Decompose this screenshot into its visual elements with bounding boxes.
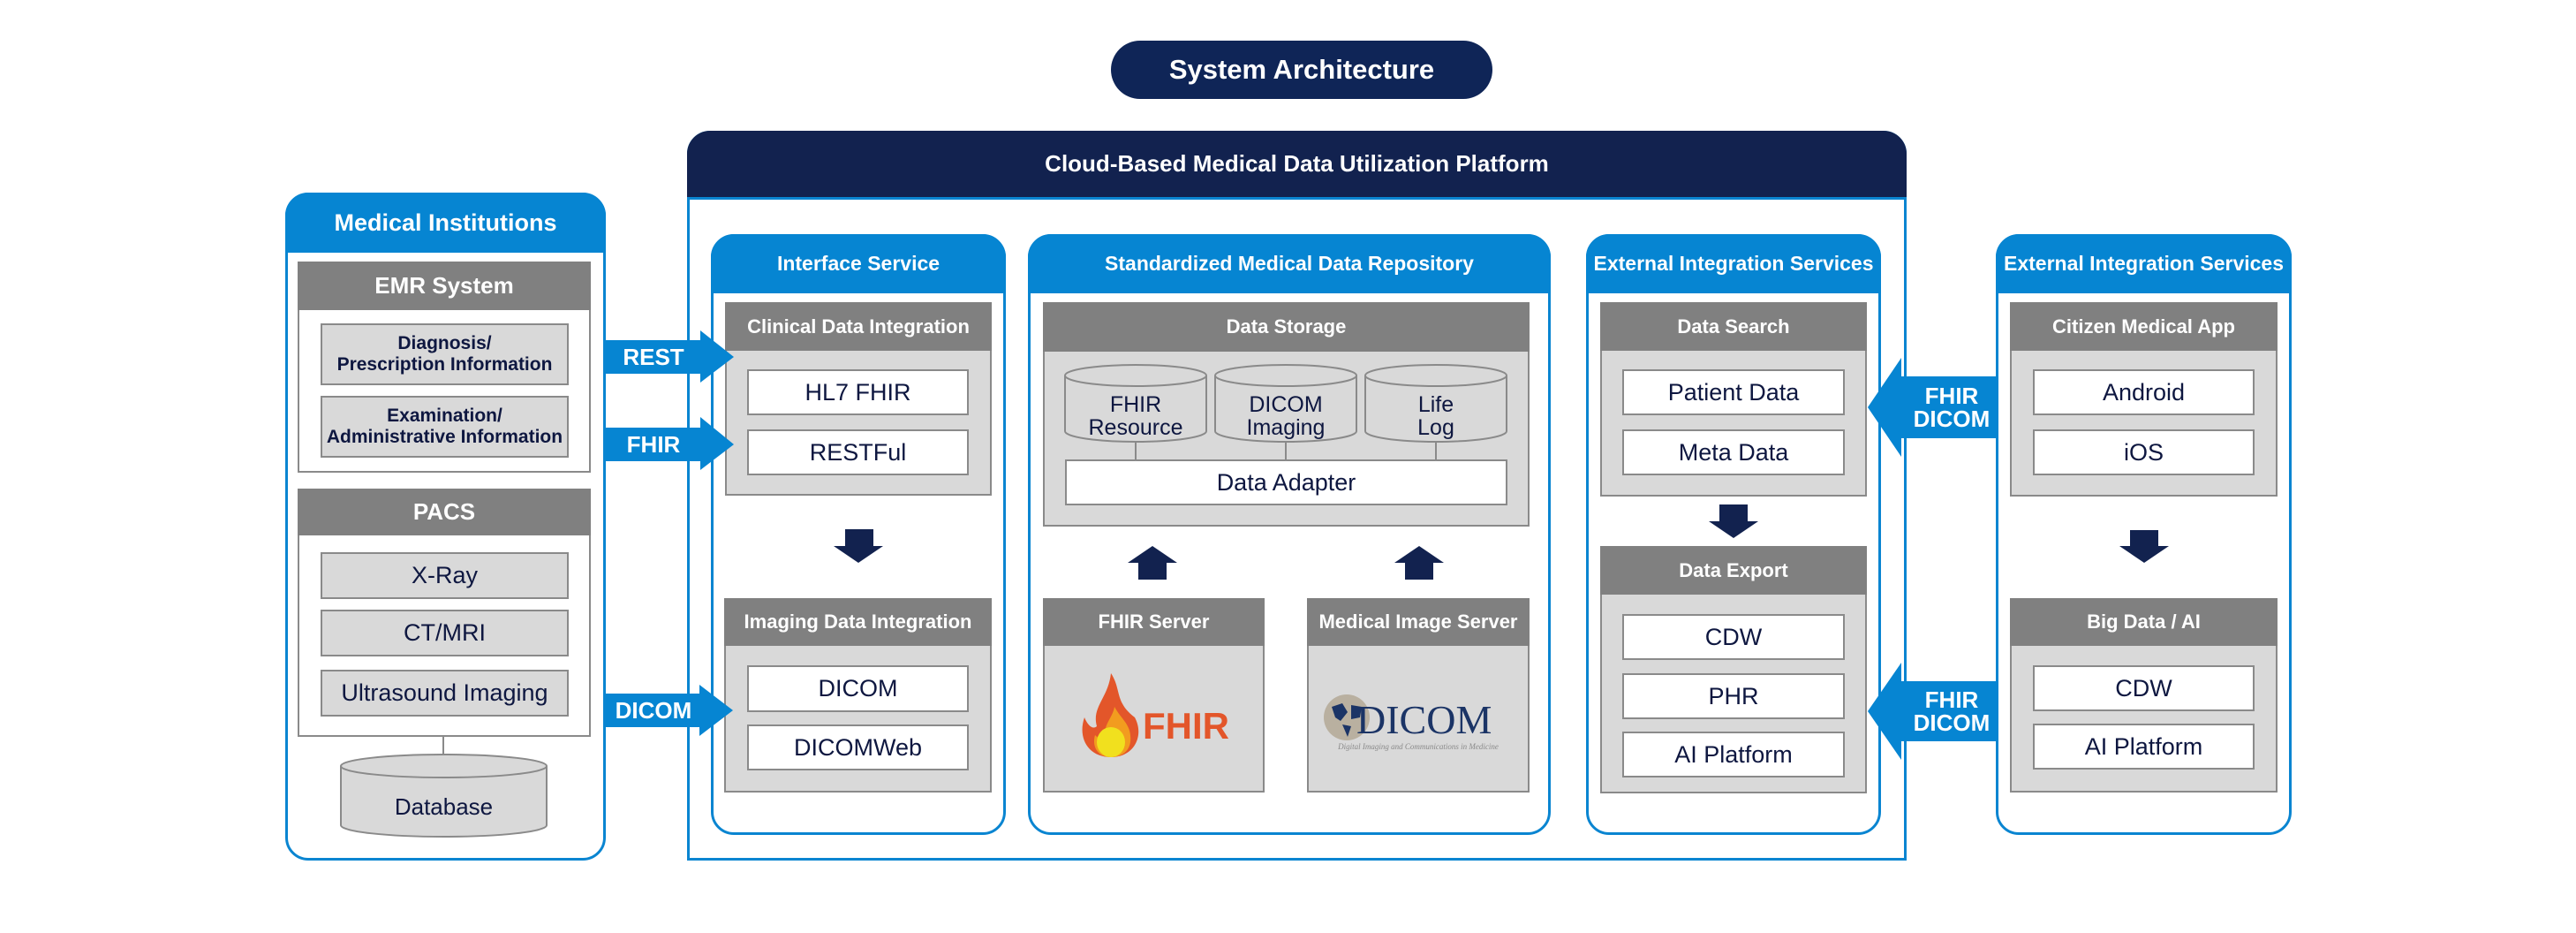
life-log-store-icon xyxy=(1364,364,1507,459)
fhir-logo-icon xyxy=(1082,673,1139,757)
item-android: Android xyxy=(2033,369,2255,415)
item-dicom: DICOM xyxy=(747,665,969,712)
citizen-medical-app-header: Citizen Medical App xyxy=(2010,302,2278,351)
rest-arrow-label: REST xyxy=(623,344,684,370)
fhir-resource-store-icon xyxy=(1064,364,1207,459)
data-storage-header: Data Storage xyxy=(1043,302,1530,352)
item-hl7-fhir: HL7 FHIR xyxy=(747,369,969,415)
platform-header: Cloud-Based Medical Data Utilization Pla… xyxy=(687,131,1907,200)
fhir-dicom-arrow-label-1: FHIR DICOM xyxy=(1913,383,1991,432)
fhir-logo-text: FHIR xyxy=(1143,705,1229,747)
item-patient-data: Patient Data xyxy=(1622,369,1845,415)
item-ai-platform: AI Platform xyxy=(1622,732,1845,778)
up-arrow-icon-fhir-server xyxy=(1128,546,1177,580)
fhir-dicom-arrow-icon-1 xyxy=(1868,358,1998,457)
fhir-arrow-label: FHIR xyxy=(626,431,681,458)
big-data-ai-header: Big Data / AI xyxy=(2010,598,2278,646)
item-cdw: CDW xyxy=(1622,614,1845,660)
down-arrow-icon-external-right xyxy=(2119,530,2169,563)
pacs-header: PACS xyxy=(298,489,591,535)
life-log-store: Life Log xyxy=(1365,392,1507,441)
fhir-arrow-icon xyxy=(606,417,734,470)
external-right-header: External Integration Services xyxy=(1996,234,2292,293)
diagram-title: System Architecture xyxy=(1111,41,1492,99)
data-adapter: Data Adapter xyxy=(1065,459,1507,505)
life-log-label: Life Log xyxy=(1417,392,1454,441)
dicom-arrow-label: DICOM xyxy=(615,697,692,724)
emr-item-examination: Examination/ Administrative Information xyxy=(321,396,569,458)
dicom-imaging-label: DICOM Imaging xyxy=(1246,392,1326,441)
item-ai-platform-right: AI Platform xyxy=(2033,724,2255,770)
data-search-header: Data Search xyxy=(1600,302,1867,351)
item-phr: PHR xyxy=(1622,673,1845,719)
dicom-imaging-store-icon xyxy=(1214,364,1357,459)
dicom-logo-text: DICOM xyxy=(1356,697,1492,742)
emr-item-diagnosis: Diagnosis/ Prescription Information xyxy=(321,323,569,385)
item-cdw-right: CDW xyxy=(2033,665,2255,711)
interface-service-header: Interface Service xyxy=(711,234,1006,293)
item-meta-data: Meta Data xyxy=(1622,429,1845,475)
pacs-item-ctmri: CT/MRI xyxy=(321,610,569,656)
imaging-data-integration-header: Imaging Data Integration xyxy=(724,598,992,646)
fhir-resource-label: FHIR Resource xyxy=(1088,392,1183,441)
external-integration-header: External Integration Services xyxy=(1586,234,1881,293)
down-arrow-icon-interface xyxy=(834,529,883,563)
dicom-imaging-store: DICOM Imaging xyxy=(1215,392,1356,441)
emr-system-header: EMR System xyxy=(298,262,591,310)
clinical-data-integration-header: Clinical Data Integration xyxy=(725,302,992,351)
data-export-header: Data Export xyxy=(1600,546,1867,595)
pacs-item-ultrasound: Ultrasound Imaging xyxy=(321,670,569,717)
database-icon xyxy=(340,754,548,838)
fhir-dicom-arrow-icon-2 xyxy=(1868,663,1998,760)
up-arrow-icon-image-server xyxy=(1394,546,1444,580)
medical-institutions-header: Medical Institutions xyxy=(285,193,606,253)
database-label: Database xyxy=(394,793,494,820)
down-arrow-icon-external xyxy=(1709,504,1758,538)
item-dicomweb: DICOMWeb xyxy=(747,724,969,770)
repository-header: Standardized Medical Data Repository xyxy=(1028,234,1551,293)
fhir-dicom-arrow-label-2: FHIR DICOM xyxy=(1913,686,1991,736)
item-ios: iOS xyxy=(2033,429,2255,475)
fhir-server-panel: FHIR Server xyxy=(1043,598,1265,793)
dicom-logo-subtitle: Digital Imaging and Communications in Me… xyxy=(1337,742,1499,751)
medical-image-server-header: Medical Image Server xyxy=(1307,598,1530,646)
dicom-arrow-icon xyxy=(606,685,733,736)
dicom-globe-icon xyxy=(1324,694,1370,740)
pacs-item-xray: X-Ray xyxy=(321,552,569,599)
rest-arrow-icon xyxy=(606,330,734,383)
fhir-resource-store: FHIR Resource xyxy=(1065,392,1206,441)
item-restful: RESTFul xyxy=(747,429,969,475)
fhir-server-header: FHIR Server xyxy=(1043,598,1265,646)
